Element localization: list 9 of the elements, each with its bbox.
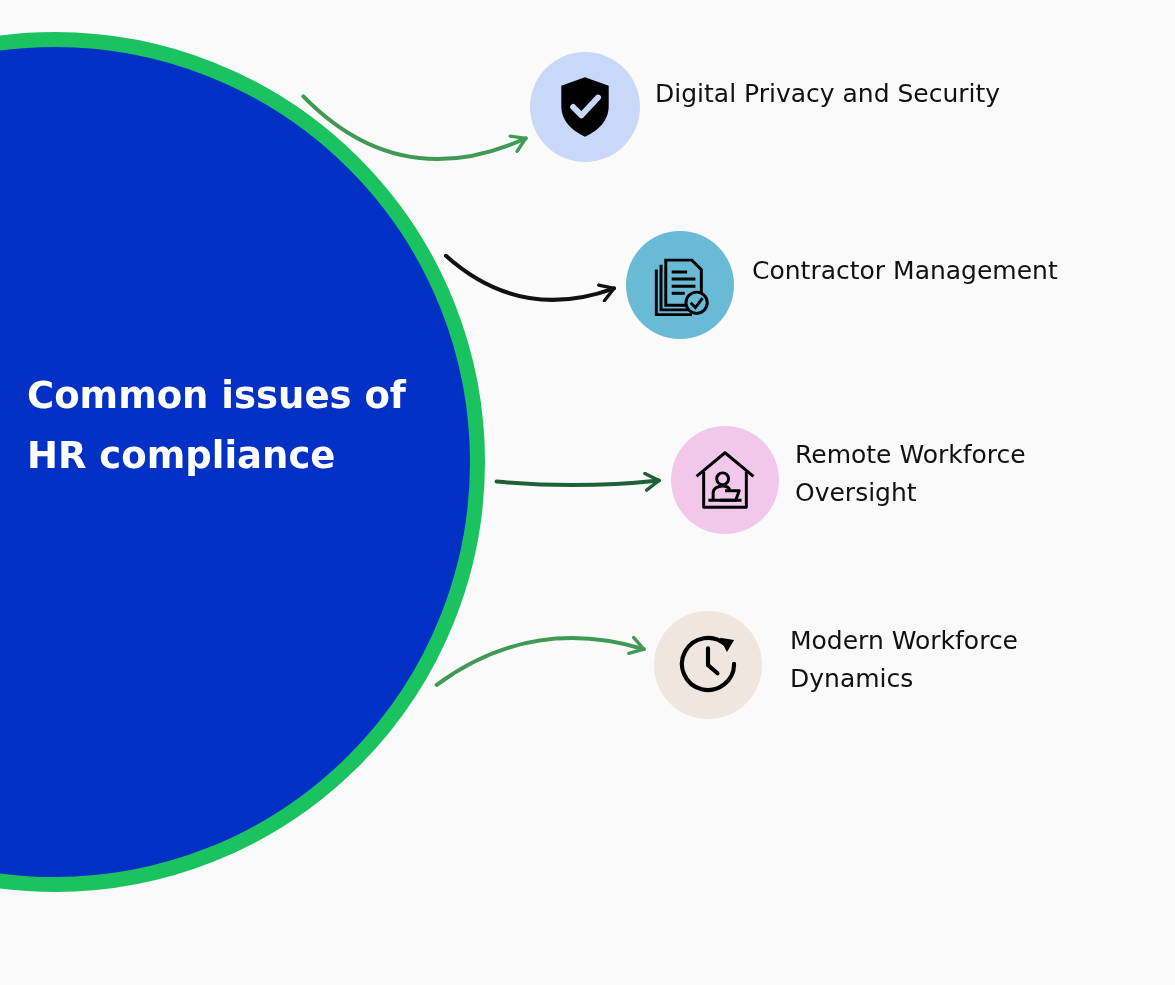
issue-label: Digital Privacy and Security bbox=[655, 78, 1002, 110]
curved-arrow bbox=[494, 471, 661, 492]
issue-label: Remote Workforce Oversight bbox=[795, 439, 1027, 509]
curved-arrow bbox=[301, 94, 528, 161]
issue-label: Contractor Management bbox=[752, 255, 1059, 287]
topic-title: Common issues of HR compliance bbox=[27, 373, 408, 479]
curved-arrow bbox=[434, 636, 646, 687]
curved-arrow bbox=[443, 253, 617, 302]
issue-label: Modern Workforce Dynamics bbox=[790, 625, 1019, 695]
